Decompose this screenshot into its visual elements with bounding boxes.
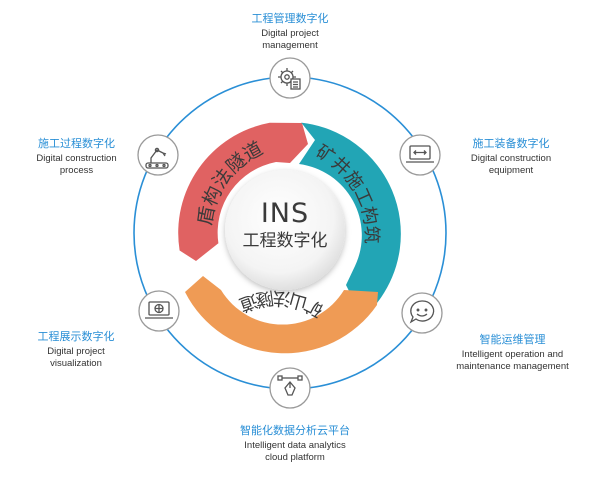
segment-shield-tunnel <box>178 122 308 261</box>
segment-label-mining: 矿山法隧道 <box>236 287 326 321</box>
label-cn: 工程展示数字化 <box>37 330 115 343</box>
segment-shaft-construction <box>299 122 401 303</box>
label-cn: 施工装备数字化 <box>472 137 550 150</box>
label-project-visualization: 工程展示数字化 Digital project visualization <box>16 330 136 370</box>
node-bottom <box>269 367 311 409</box>
center-ins-text: INS <box>260 198 310 229</box>
center-circle <box>225 170 345 290</box>
segment-mining-tunnel <box>185 276 378 354</box>
label-cn: 智能运维管理 <box>479 333 546 346</box>
label-en: Digital project visualization <box>47 345 105 369</box>
label-en: Digital construction equipment <box>470 152 552 176</box>
label-cn: 施工过程数字化 <box>38 137 115 150</box>
label-en: Intelligent operation and maintenance ma… <box>456 348 569 372</box>
node-lower-left <box>138 290 180 332</box>
label-operation-maintenance: 智能运维管理 Intelligent operation and mainten… <box>440 333 585 373</box>
label-en: Digital project management <box>261 27 319 51</box>
label-project-management: 工程管理数字化 Digital project management <box>225 12 355 52</box>
laptop-code-icon <box>406 145 434 163</box>
center-title: INS 工程数字化 <box>230 199 340 253</box>
gear-document-icon <box>278 68 301 90</box>
label-cloud-platform: 智能化数据分析云平台 Intelligent data analytics cl… <box>215 424 375 464</box>
label-cn: 智能化数据分析云平台 <box>240 424 350 437</box>
node-lower-right <box>401 292 443 334</box>
center-subtitle: 工程数字化 <box>242 231 328 251</box>
label-en: Intelligent data analytics cloud platfor… <box>244 439 346 463</box>
node-upper-right <box>399 134 441 176</box>
robot-arm-icon <box>145 147 169 169</box>
label-en: Digital construction process <box>36 152 117 176</box>
node-top <box>269 57 311 99</box>
label-cn: 工程管理数字化 <box>251 12 329 25</box>
label-construction-equipment: 施工装备数字化 Digital construction equipment <box>446 137 576 177</box>
label-construction-process: 施工过程数字化 Digital construction process <box>14 137 139 177</box>
node-upper-left <box>137 134 179 176</box>
pen-tool-icon <box>277 375 303 396</box>
laptop-globe-icon <box>145 301 173 319</box>
chat-bubble-icon <box>409 300 435 324</box>
